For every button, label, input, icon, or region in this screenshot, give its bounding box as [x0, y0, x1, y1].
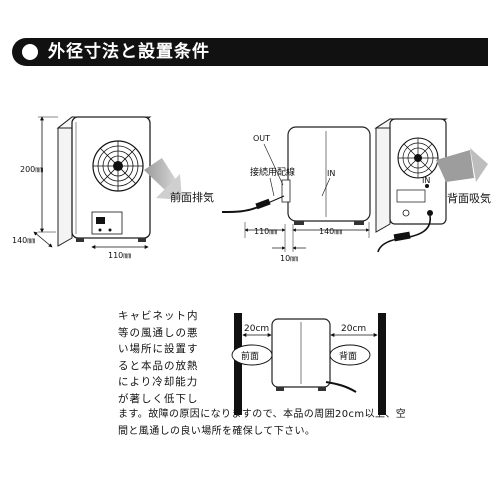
section-title: 外径寸法と設置条件 — [48, 42, 210, 62]
note-line-8: 間と風通しの良い場所を確保して下さい。 — [118, 426, 316, 437]
note-line-2: 等の風通しの悪 — [118, 326, 199, 339]
rear-cable — [377, 215, 431, 253]
exhaust-flow-arrow — [144, 158, 178, 191]
exhaust-flow-head — [156, 174, 182, 200]
installation-note: キャビネット内 等の風通しの悪 い場所に設置す ると本品の放熱 により冷却能力 … — [118, 308, 242, 407]
cable-pointer-line — [269, 177, 275, 197]
connection-cable — [221, 195, 285, 213]
mid-depth-dimension — [292, 222, 370, 238]
in-pointer-line — [321, 177, 331, 197]
rear-fan-icon — [397, 137, 439, 179]
mid-gap-dimension — [272, 224, 306, 252]
mid-width-label: 110㎜ — [254, 227, 277, 236]
bullet-dot — [22, 44, 38, 60]
right-wall — [378, 313, 386, 415]
in-label-middle: IN — [327, 169, 335, 178]
front-exhaust-label: 前面排気 — [170, 190, 214, 204]
right-clearance-label: 20cm — [341, 324, 366, 334]
section-header: 外径寸法と設置条件 — [12, 38, 488, 66]
depth-dim-label: 140㎜ — [12, 236, 35, 245]
clearance-diagram — [231, 313, 386, 415]
back-label: 背面 — [339, 350, 357, 362]
unit-front-view — [56, 115, 152, 247]
out-pointer-line — [263, 143, 284, 186]
mid-depth-label: 140㎜ — [319, 227, 342, 236]
left-clearance-label: 20cm — [244, 324, 269, 334]
intake-flow-head — [470, 148, 488, 182]
front-label: 前面 — [241, 350, 259, 362]
note-line-6: が著しく低下し — [118, 392, 199, 405]
note-line-7: ます。故障の原因になりますので、本品の周囲20cm以上、空 — [118, 409, 407, 420]
in-label-right: IN — [422, 176, 430, 185]
depth-dimension — [33, 231, 53, 248]
note-line-5: により冷却能力 — [118, 376, 199, 388]
intake-flow-arrow — [436, 150, 474, 182]
note-line-4: ると本品の放熱 — [118, 359, 199, 372]
mid-width-dimension — [244, 222, 286, 238]
left-wall — [234, 313, 242, 415]
unit-side-view — [281, 126, 371, 225]
width-dim-label: 110㎜ — [108, 251, 131, 260]
height-dimension — [38, 116, 58, 233]
height-dim-label: 200㎜ — [20, 165, 43, 174]
unit-rear-view — [374, 118, 448, 233]
out-label: OUT — [253, 134, 270, 143]
connection-cable-label: 接続用配線 — [250, 166, 295, 178]
note-line-1: キャビネット内 — [118, 310, 199, 322]
back-intake-label: 背面吸気 — [447, 191, 491, 205]
note-line-3: い場所に設置す — [118, 343, 199, 355]
fan-icon — [92, 140, 144, 192]
mid-gap-label: 10㎜ — [280, 254, 298, 263]
